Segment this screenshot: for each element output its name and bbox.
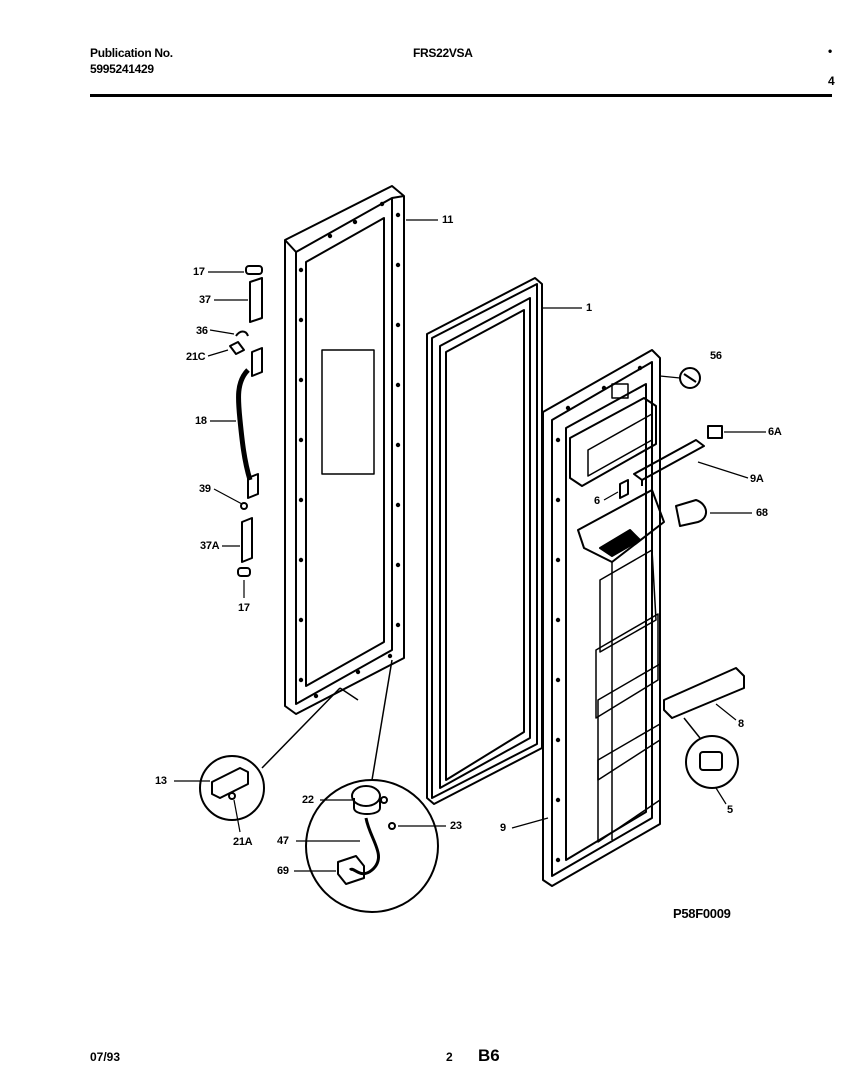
leader-lines — [174, 219, 766, 872]
callout-47: 47 — [277, 835, 289, 847]
hinge-inset — [199, 687, 359, 821]
footer-section-code: B6 — [478, 1046, 500, 1065]
callout-6: 6 — [594, 495, 600, 507]
outer-door-panel — [284, 185, 405, 715]
callout-9a: 9A — [750, 473, 764, 485]
callout-36: 36 — [196, 325, 208, 337]
corner-mark-top: • — [828, 44, 832, 58]
callout-22: 22 — [302, 794, 314, 806]
callout-6a: 6A — [768, 426, 782, 438]
handle-assembly — [229, 265, 263, 577]
callout-17-bottom: 17 — [238, 602, 250, 614]
callout-21a: 21A — [233, 836, 253, 848]
callout-11: 11 — [442, 214, 454, 226]
callout-21c: 21C — [186, 351, 206, 363]
header-rule — [90, 94, 832, 97]
corner-mark-bottom: 4 — [828, 74, 835, 88]
callout-69: 69 — [277, 865, 289, 877]
callout-17-top: 17 — [193, 266, 205, 278]
model-number: FRS22VSA — [413, 46, 473, 60]
callout-23: 23 — [450, 820, 462, 832]
door-gasket — [426, 277, 543, 805]
publication-label: Publication No. — [90, 46, 173, 60]
dispenser-parts — [619, 367, 745, 789]
footer-date: 07/93 — [90, 1050, 121, 1064]
callout-37: 37 — [199, 294, 211, 306]
switch-inset — [305, 659, 439, 913]
callout-8: 8 — [738, 718, 744, 730]
diagram-code: P58F0009 — [673, 906, 731, 921]
callout-39: 39 — [199, 483, 211, 495]
callout-18: 18 — [195, 415, 207, 427]
publication-number: 5995241429 — [90, 62, 154, 76]
callout-68: 68 — [756, 507, 768, 519]
callout-13: 13 — [155, 775, 167, 787]
callout-56: 56 — [710, 350, 722, 362]
callout-37a: 37A — [200, 540, 220, 552]
inner-door-liner — [542, 349, 665, 887]
callout-1: 1 — [586, 302, 592, 314]
callout-5: 5 — [727, 804, 733, 816]
callout-9: 9 — [500, 822, 506, 834]
footer-page-number: 2 — [446, 1050, 453, 1064]
